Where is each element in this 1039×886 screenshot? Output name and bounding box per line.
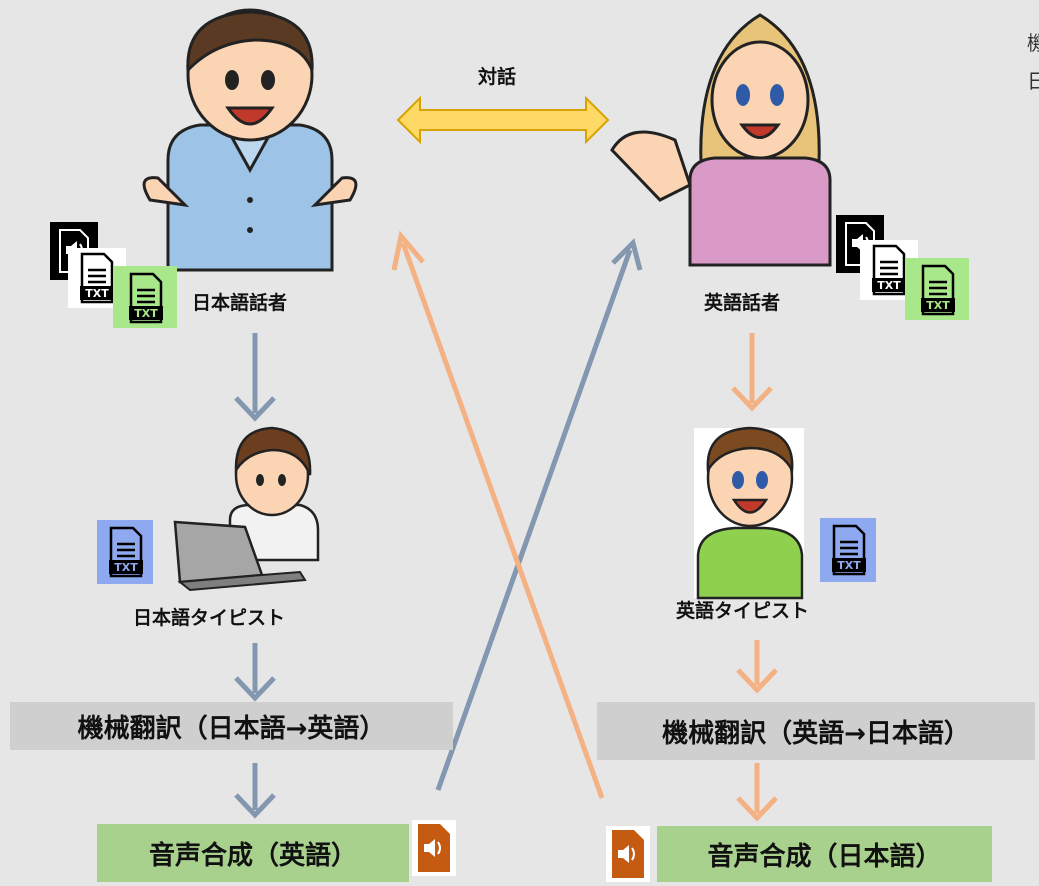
txt-file-icon-green: TXT bbox=[905, 258, 969, 320]
edge-text-line1: 機 bbox=[1027, 31, 1039, 55]
txt-icon-text: TXT bbox=[114, 561, 138, 574]
arrow-mt-to-tts-en bbox=[234, 763, 276, 819]
arrow-tts-en-to-english-speaker bbox=[435, 238, 643, 791]
japanese-speaker-label: 日本語話者 bbox=[192, 292, 288, 314]
txt-icon-text: TXT bbox=[85, 287, 109, 300]
txt-file-icon: TXT bbox=[860, 240, 918, 300]
english-typist-label: 英語タイピスト bbox=[676, 600, 810, 622]
dialogue-arrow bbox=[396, 95, 610, 145]
english-typist-figure bbox=[694, 426, 804, 600]
txt-icon-text: TXT bbox=[837, 559, 861, 572]
arrow-en-speaker-to-typist bbox=[731, 333, 773, 412]
audio-file-icon-orange bbox=[606, 826, 650, 882]
dialogue-label: 対話 bbox=[478, 66, 517, 88]
txt-icon-text: TXT bbox=[926, 299, 950, 312]
audio-file-icon-orange bbox=[412, 820, 456, 876]
tts-en-box: 音声合成（英語） bbox=[97, 824, 409, 882]
english-speaker-label: 英語話者 bbox=[704, 292, 781, 314]
japanese-typist-figure bbox=[173, 426, 320, 592]
japanese-speaker-figure bbox=[142, 8, 358, 272]
arrow-tts-ja-to-japanese-speaker bbox=[391, 230, 605, 799]
txt-file-icon-blue: TXT bbox=[820, 518, 876, 582]
txt-icon-text: TXT bbox=[134, 307, 158, 320]
txt-file-icon-blue: TXT bbox=[97, 520, 153, 584]
arrow-speaker-to-typist bbox=[234, 333, 276, 422]
tts-ja-box: 音声合成（日本語） bbox=[657, 826, 992, 882]
english-speaker-figure bbox=[610, 13, 832, 267]
mt-ja-en-box: 機械翻訳（日本語→英語） bbox=[10, 702, 453, 750]
txt-icon-text: TXT bbox=[877, 279, 901, 292]
arrow-mt-to-tts-ja bbox=[736, 763, 778, 822]
txt-file-icon-green: TXT bbox=[113, 266, 177, 328]
arrow-typist-to-mt bbox=[234, 643, 276, 702]
edge-text-line2: 日 bbox=[1027, 69, 1039, 93]
mt-en-ja-box: 機械翻訳（英語→日本語） bbox=[597, 702, 1035, 760]
japanese-typist-label: 日本語タイピスト bbox=[133, 607, 286, 629]
arrow-en-typist-to-mt bbox=[736, 640, 778, 694]
